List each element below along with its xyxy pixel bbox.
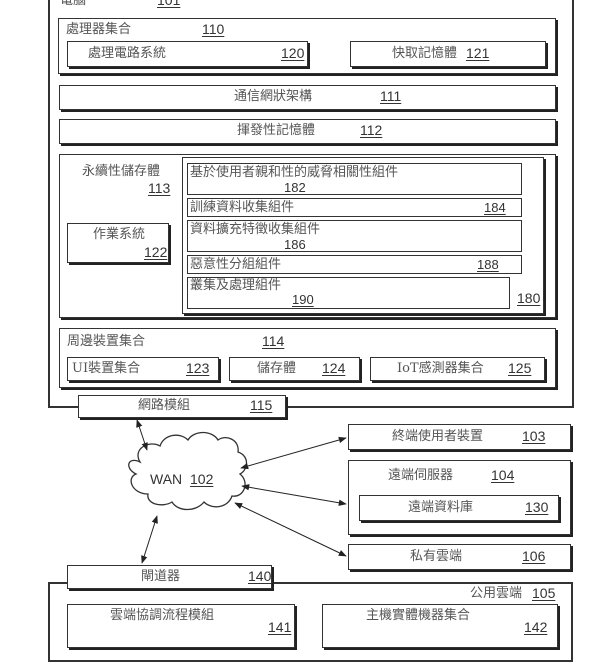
persistent-storage-ref: 113 xyxy=(148,180,171,196)
component-186-box xyxy=(187,220,522,252)
network-module-label: 網路模組 xyxy=(138,398,191,413)
private-cloud-ref: 106 xyxy=(522,548,546,564)
peripheral-set-label: 周邊裝置集合 xyxy=(67,334,146,349)
component-186-ref: 186 xyxy=(284,237,306,252)
operating-system-label: 作業系統 xyxy=(93,227,146,242)
communication-fabric-label: 通信網狀架構 xyxy=(234,89,313,104)
orchestration-module-ref: 141 xyxy=(268,619,292,635)
gateway-box xyxy=(67,565,272,589)
storage-box xyxy=(229,357,360,381)
ui-device-set-box xyxy=(67,357,219,381)
remote-database-box xyxy=(359,495,559,521)
orchestration-module-label: 雲端協調流程模組 xyxy=(110,608,215,623)
network-module-box xyxy=(78,395,286,418)
component-182-ref: 182 xyxy=(284,180,306,195)
private-cloud-label: 私有雲端 xyxy=(410,549,463,564)
link-wan-private-cloud xyxy=(234,502,347,557)
component-182-box xyxy=(187,163,522,195)
end-user-device-label: 終端使用者裝置 xyxy=(392,429,484,444)
communication-fabric-ref: 111 xyxy=(380,88,402,104)
component-190-ref: 190 xyxy=(292,292,314,307)
volatile-memory-label: 揮發性記憶體 xyxy=(237,123,316,138)
operating-system-ref: 122 xyxy=(144,244,168,260)
iot-sensor-set-label: IoT感測器集合 xyxy=(397,361,484,376)
iot-sensor-set-ref: 125 xyxy=(508,360,532,376)
orchestration-module-box xyxy=(67,604,295,648)
storage-label: 儲存體 xyxy=(257,361,297,376)
component-184-ref: 184 xyxy=(484,200,506,215)
link-wan-end-user-device xyxy=(240,436,347,470)
persistent-storage-label: 永續性儲存體 xyxy=(82,164,161,179)
gateway-ref: 140 xyxy=(248,568,272,584)
cache-ref: 121 xyxy=(466,45,490,61)
component-188-label: 惡意性分組組件 xyxy=(190,257,282,272)
peripheral-set-ref: 114 xyxy=(262,333,285,349)
code-block-ref: 180 xyxy=(517,290,541,306)
component-184-box xyxy=(187,198,522,217)
ui-device-set-label: UI裝置集合 xyxy=(72,361,141,376)
operating-system-box xyxy=(67,223,169,263)
processing-circuitry-box xyxy=(67,41,308,67)
component-190-box xyxy=(187,277,510,309)
public-cloud-label: 公用雲端 xyxy=(470,586,523,601)
computer-label: 電腦 xyxy=(60,0,87,8)
volatile-memory-box xyxy=(59,119,556,144)
wan-ref: 102 xyxy=(190,471,214,487)
iot-sensor-set-box xyxy=(370,357,545,381)
remote-database-label: 遠端資料庫 xyxy=(408,500,474,515)
computer-ref: 101 xyxy=(157,0,181,8)
component-188-box xyxy=(187,255,522,274)
gateway-label: 閘道器 xyxy=(141,569,181,584)
processing-circuitry-ref: 120 xyxy=(281,45,305,61)
communication-fabric-box xyxy=(59,85,556,110)
private-cloud-box xyxy=(348,544,571,570)
wan-label: WAN xyxy=(150,471,183,487)
end-user-device-ref: 103 xyxy=(522,428,546,444)
link-network-module-wan xyxy=(136,419,148,451)
processing-circuitry-label: 處理電路系統 xyxy=(88,46,167,61)
component-186-label: 資料擴充特徵收集組件 xyxy=(190,222,321,237)
remote-database-ref: 130 xyxy=(525,499,549,515)
component-190-label: 叢集及處理組件 xyxy=(190,278,282,293)
processor-set-label: 處理器集合 xyxy=(66,22,132,37)
remote-server-label: 遠端伺服器 xyxy=(388,468,454,483)
ui-device-set-ref: 123 xyxy=(186,360,210,376)
host-machine-set-ref: 142 xyxy=(524,619,548,635)
component-188-ref: 188 xyxy=(477,257,499,272)
storage-ref: 124 xyxy=(322,360,346,376)
public-cloud-ref: 105 xyxy=(532,585,556,601)
cache-label: 快取記憶體 xyxy=(392,46,458,61)
wan-cloud xyxy=(128,431,248,511)
link-wan-remote-server xyxy=(241,484,347,506)
volatile-memory-ref: 112 xyxy=(360,122,383,138)
network-module-ref: 115 xyxy=(250,397,273,413)
component-184-label: 訓練資料收集組件 xyxy=(190,200,295,215)
processor-set-ref: 110 xyxy=(202,21,225,37)
host-machine-set-box xyxy=(322,604,558,648)
link-wan-gateway xyxy=(141,515,158,564)
remote-server-ref: 104 xyxy=(491,467,515,483)
cache-box xyxy=(350,41,546,67)
host-machine-set-label: 主機實體機器集合 xyxy=(366,608,471,623)
component-182-label: 基於使用者親和性的威脅相關性組件 xyxy=(190,165,399,180)
end-user-device-box xyxy=(348,424,571,450)
